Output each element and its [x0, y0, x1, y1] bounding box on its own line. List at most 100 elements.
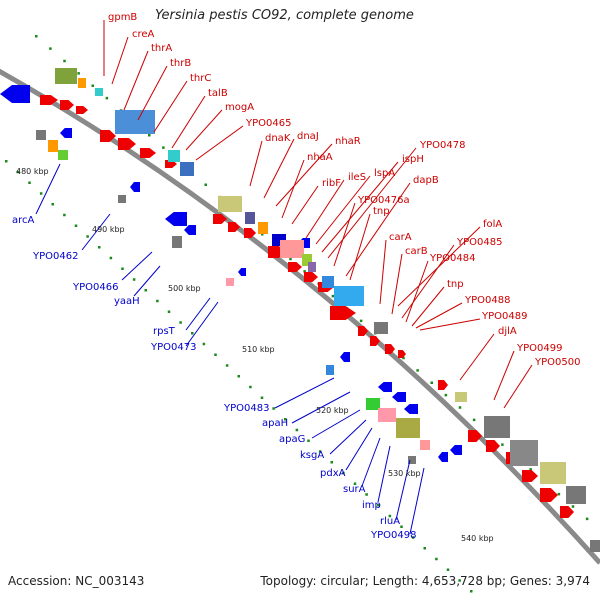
tick-dot — [458, 406, 462, 409]
forward-gene-arrow — [118, 138, 136, 150]
gene-label: YPO0485 — [456, 237, 502, 248]
reverse-gene-arrow — [378, 382, 392, 392]
tick-dot — [167, 310, 171, 313]
tick-dot — [295, 428, 299, 432]
tick-dot — [28, 181, 31, 184]
reverse-leader-line — [81, 213, 111, 251]
reverse-leader-line — [291, 391, 351, 424]
tick-dot — [359, 319, 363, 323]
gene-label: gpmB — [108, 12, 137, 23]
tick-dot — [260, 396, 264, 399]
forward-gene-arrow — [40, 95, 58, 105]
reverse-leader-line — [361, 437, 381, 487]
gene-block — [396, 418, 420, 438]
gene-label: surA — [343, 484, 366, 495]
tick-dot — [307, 439, 310, 442]
gene-label: dnaK — [265, 133, 291, 144]
tick-dot — [86, 235, 89, 238]
reverse-leader-line — [329, 419, 367, 455]
reverse-gene-arrow — [392, 392, 406, 402]
gene-label: ileS — [348, 172, 366, 183]
forward-gene-labels: gpmB creA thrA thrB thrC talB mogA YPO04… — [108, 12, 580, 368]
gene-label: folA — [483, 219, 502, 230]
gene-block — [540, 462, 566, 484]
forward-leader-line — [281, 159, 305, 219]
gene-block — [36, 130, 46, 140]
gene-block — [334, 286, 364, 306]
reverse-leader-line — [274, 377, 335, 409]
gene-label: creA — [132, 29, 155, 40]
forward-gene-arrow — [486, 440, 500, 452]
forward-gene-arrow — [288, 262, 302, 272]
gene-label: carB — [405, 246, 428, 257]
reverse-leader-line — [185, 297, 211, 331]
gene-label: YPO0483 — [223, 403, 269, 414]
tick-dot — [162, 146, 165, 149]
gene-label: YPO0489 — [481, 311, 527, 322]
forward-gene-arrow — [398, 350, 406, 358]
reverse-gene-arrow — [0, 85, 30, 103]
forward-leader-line — [503, 364, 533, 409]
forward-gene-arrow — [304, 272, 318, 282]
gene-block — [420, 440, 430, 450]
reverse-leader-line — [345, 427, 373, 471]
gene-label: YPO0466 — [72, 282, 118, 293]
forward-gene-arrow — [560, 506, 574, 518]
gene-label: djlA — [498, 326, 517, 337]
gene-label: thrB — [170, 58, 191, 69]
tick-dot — [202, 342, 206, 346]
kbp-tick-label: 540 kbp — [461, 534, 494, 543]
gene-block — [510, 440, 538, 466]
reverse-gene-arrow — [404, 404, 418, 414]
tick-dot — [156, 299, 159, 303]
gene-label: thrA — [151, 43, 172, 54]
forward-gene-arrow — [228, 222, 240, 232]
gene-label: mogA — [225, 102, 254, 113]
forward-leader-line — [249, 140, 263, 187]
reverse-gene-arrow — [184, 225, 196, 235]
forward-leader-line — [321, 161, 399, 253]
tick-dot — [402, 356, 405, 360]
forward-gene-arrow — [330, 306, 356, 320]
tick-dot — [444, 393, 448, 397]
tick-dot — [109, 256, 113, 260]
gene-block — [302, 254, 312, 266]
tick-dot — [388, 514, 392, 518]
tick-dot — [237, 375, 240, 378]
forward-leader-line — [137, 65, 168, 121]
genome-backbone — [0, 68, 600, 565]
tick-dot — [411, 536, 415, 539]
tick-dot — [5, 160, 8, 163]
tick-dot — [214, 353, 217, 356]
forward-leader-line — [195, 125, 244, 161]
forward-leader-line — [111, 36, 129, 85]
tick-dot — [435, 557, 438, 561]
forward-gene-arrow — [540, 488, 558, 502]
kbp-tick-label: 520 kbp — [316, 406, 349, 415]
forward-leader-line — [171, 95, 206, 149]
map-title: Yersinia pestis CO92, complete genome — [155, 8, 414, 23]
kbp-tick-label: 500 kbp — [168, 284, 201, 293]
gene-block — [245, 212, 255, 224]
reverse-leader-line — [395, 459, 411, 521]
gene-label: imp — [362, 500, 381, 511]
tick-dot — [148, 134, 151, 137]
gene-label: thrC — [190, 73, 211, 84]
tick-dot — [77, 72, 80, 75]
tick-dot — [289, 257, 292, 261]
gene-block — [484, 416, 510, 438]
tick-dot — [204, 183, 207, 186]
tick-dot — [105, 96, 109, 100]
tick-dot — [446, 568, 450, 571]
gene-block — [590, 540, 600, 552]
tick-dot — [132, 278, 136, 281]
gene-label: YPO0488 — [464, 295, 510, 306]
leader-lines — [35, 20, 533, 535]
gene-label: talB — [208, 88, 228, 99]
forward-leader-line — [411, 286, 445, 327]
gene-block — [218, 196, 242, 212]
tick-dot — [51, 203, 54, 206]
forward-gene-arrow — [213, 214, 227, 224]
gene-label: YPO0473 — [150, 342, 196, 353]
gene-label: nhaA — [307, 152, 333, 163]
